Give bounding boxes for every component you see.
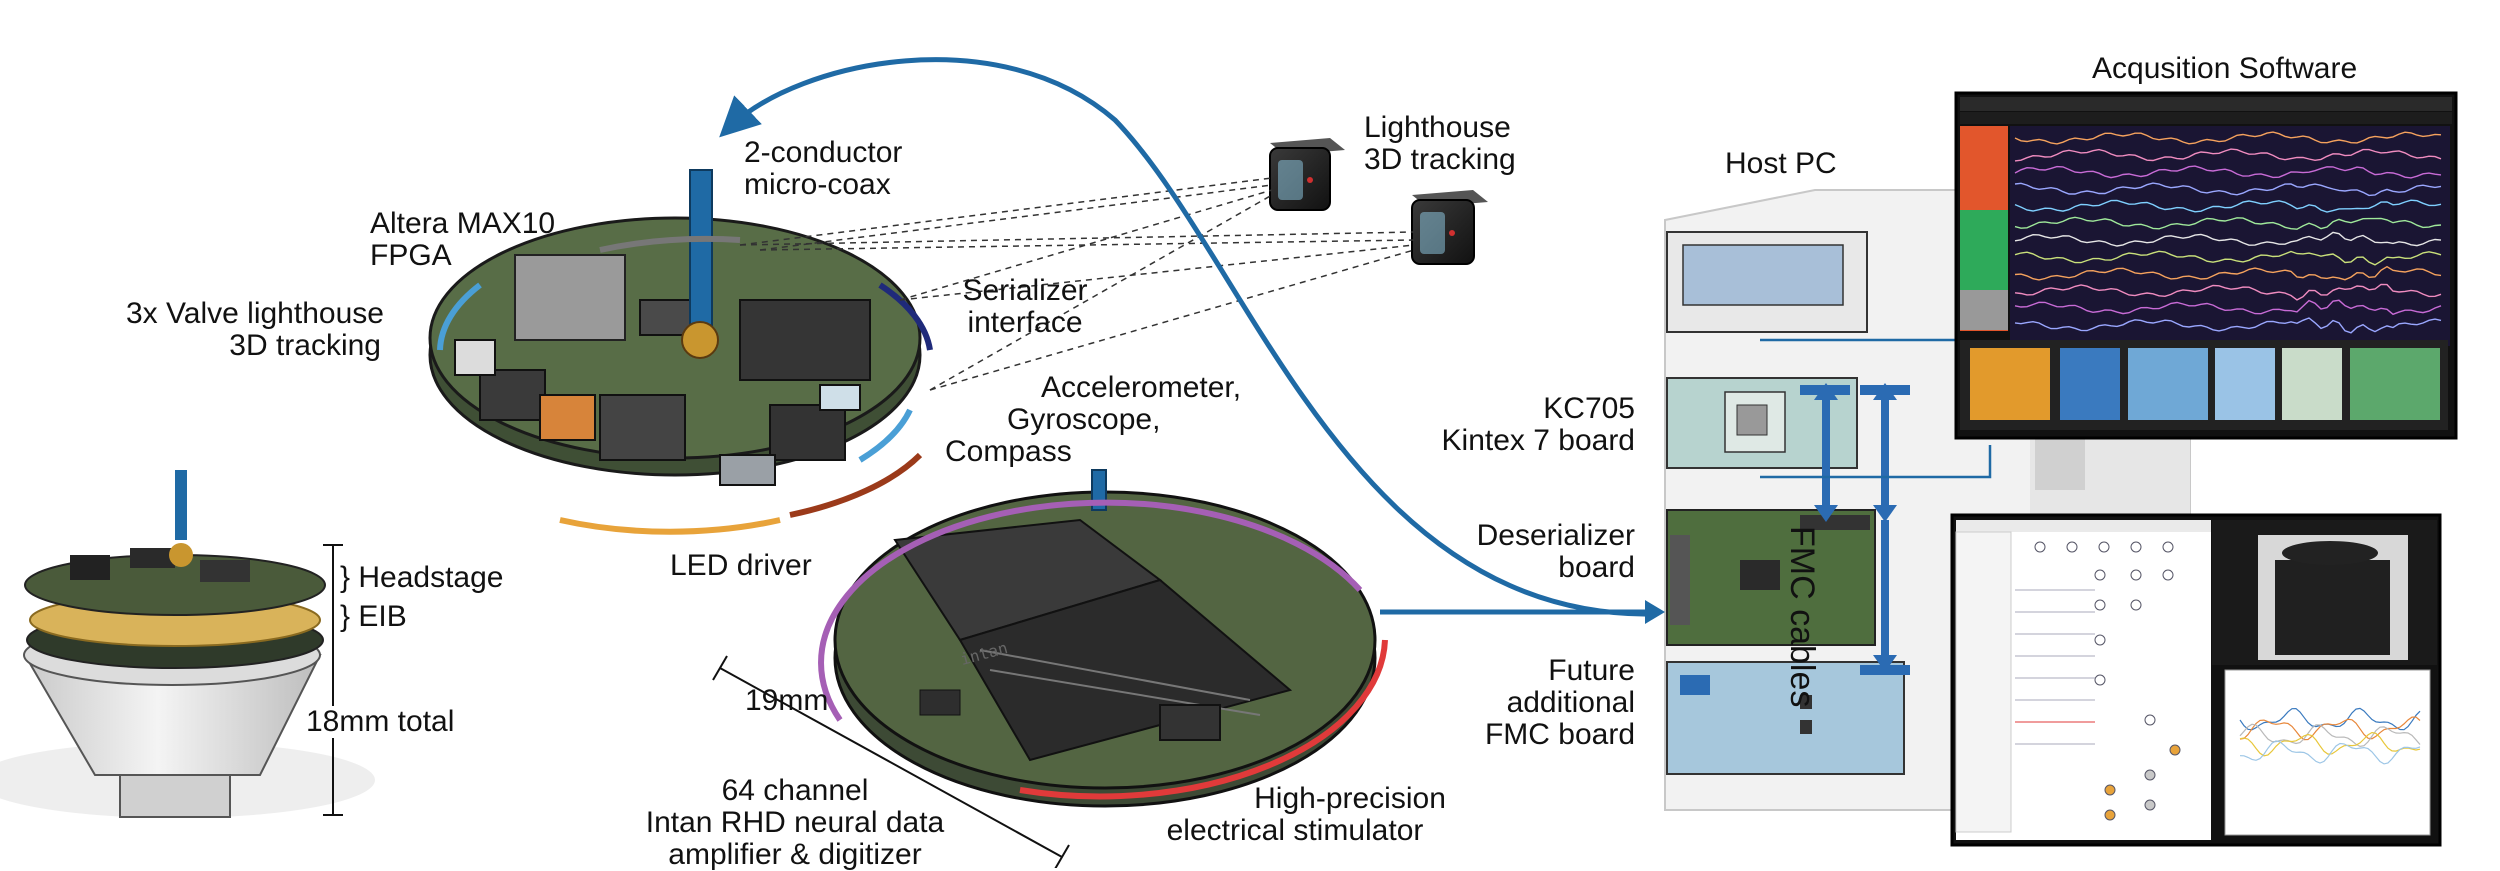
workflow-node xyxy=(2094,674,2106,686)
intan-pcb-arcs xyxy=(818,499,1388,800)
plot-lines xyxy=(2239,707,2421,765)
workflow-node xyxy=(2094,599,2106,611)
connector-base xyxy=(119,774,231,818)
headstage-top-pcb xyxy=(428,169,922,486)
neural-traces xyxy=(2014,131,2442,334)
plot-line xyxy=(2239,716,2421,741)
intan-pcb xyxy=(833,469,1377,808)
workflow-node xyxy=(2098,541,2110,553)
width-19mm-label: 19mm xyxy=(745,684,829,717)
lighthouse-base-station-2 xyxy=(1411,190,1488,265)
trace-area xyxy=(2010,126,2450,346)
height-dimension xyxy=(323,544,343,816)
workflow-node xyxy=(2066,541,2078,553)
headstage-label: } Headstage xyxy=(340,561,504,594)
trace-line xyxy=(2014,131,2442,145)
fmc-cables-label: FMC cables xyxy=(1783,526,1821,708)
trace-line xyxy=(2014,299,2442,316)
lighthouse-base-station-1 xyxy=(1269,138,1345,211)
trace-line xyxy=(2014,199,2442,213)
workflow-node xyxy=(2162,541,2174,553)
lighthouse-beams xyxy=(739,177,1415,391)
total-height-label: 18mm total xyxy=(306,705,455,738)
workflow-node xyxy=(2144,714,2156,726)
host-pc-label: Host PC xyxy=(1725,147,1837,180)
top-pcb-arcs xyxy=(437,236,933,535)
plot-view xyxy=(2224,669,2431,836)
trace-line xyxy=(2014,182,2442,197)
acquisition-screen-main xyxy=(1954,91,2458,440)
software-title: Acqusition Software xyxy=(2092,52,2358,85)
workflow-node xyxy=(2034,541,2046,553)
workflow-node xyxy=(2094,634,2106,646)
workflow-node xyxy=(2169,744,2181,756)
trace-line xyxy=(2014,165,2442,179)
fpga-chip xyxy=(514,254,626,341)
plot-line xyxy=(2239,740,2421,765)
tether-cable-arrow xyxy=(719,57,1656,617)
headstage-assembly xyxy=(0,470,375,818)
trace-line xyxy=(2014,216,2442,230)
width-dimension xyxy=(712,655,1070,868)
eib-label: } EIB xyxy=(340,600,407,633)
trace-line xyxy=(2014,265,2442,281)
workflow-node xyxy=(2104,809,2116,821)
workflow-node xyxy=(2144,769,2156,781)
trace-line xyxy=(2014,283,2442,301)
top-coax xyxy=(689,169,713,326)
workflow-nodes xyxy=(2015,541,2181,821)
workflow-node xyxy=(2130,541,2142,553)
workflow-node xyxy=(2162,569,2174,581)
acquisition-screen-secondary xyxy=(1950,513,2442,847)
trace-line xyxy=(2014,250,2442,266)
trace-line xyxy=(2014,317,2442,334)
led-driver-label: LED driver xyxy=(670,549,812,582)
trace-line xyxy=(2014,148,2442,162)
imu-label: Accelerometer, Gyroscope, Compass xyxy=(945,371,1242,468)
plot-line xyxy=(2239,723,2421,748)
workflow-node xyxy=(2130,569,2142,581)
workflow-node xyxy=(2094,569,2106,581)
workflow-node xyxy=(2130,599,2142,611)
fmc-arrows xyxy=(1822,400,1889,655)
trace-line xyxy=(2014,231,2442,247)
workflow-node xyxy=(2104,784,2116,796)
headstage-coax xyxy=(175,470,187,540)
workflow-node xyxy=(2144,799,2156,811)
